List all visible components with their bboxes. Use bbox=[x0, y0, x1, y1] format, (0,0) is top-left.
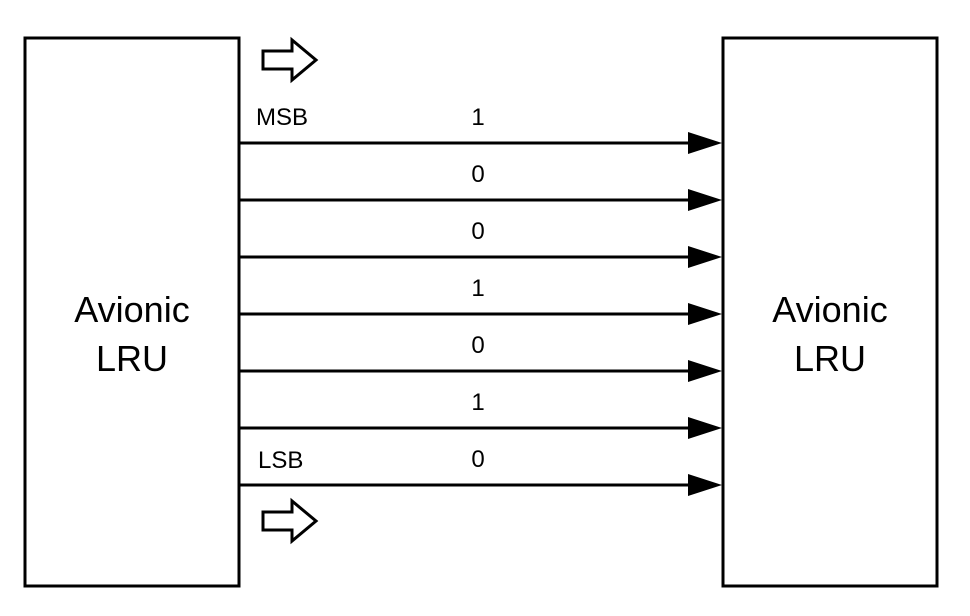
right-lru-label-line1: Avionic bbox=[772, 289, 887, 330]
bus-arrowhead-icon bbox=[688, 303, 722, 325]
top-direction-arrow-icon bbox=[261, 36, 319, 84]
bit-value-5: 1 bbox=[471, 389, 484, 416]
bus-arrowhead-icon bbox=[688, 360, 722, 382]
right-lru: Avionic LRU bbox=[721, 36, 939, 588]
left-lru-label-line2: LRU bbox=[96, 338, 168, 379]
left-lru: Avionic LRU bbox=[23, 36, 241, 588]
left-lru-label-line1: Avionic bbox=[74, 289, 189, 330]
bit-value-4: 0 bbox=[471, 332, 484, 359]
lsb-label: LSB bbox=[258, 447, 303, 474]
bus-arrowhead-icon bbox=[688, 417, 722, 439]
bus-lines: 1 0 0 1 0 1 0 bbox=[239, 104, 722, 496]
bit-value-0: 1 bbox=[471, 104, 484, 131]
bit-value-6: 0 bbox=[471, 446, 484, 473]
bus-arrowhead-icon bbox=[688, 474, 722, 496]
left-lru-box bbox=[23, 36, 241, 588]
bit-value-2: 0 bbox=[471, 218, 484, 245]
right-lru-label-line2: LRU bbox=[794, 338, 866, 379]
bottom-direction-arrow-icon bbox=[261, 497, 319, 545]
bus-arrowhead-icon bbox=[688, 132, 722, 154]
bit-value-1: 0 bbox=[471, 161, 484, 188]
right-lru-box bbox=[721, 36, 939, 588]
bit-value-3: 1 bbox=[471, 275, 484, 302]
bus-arrowhead-icon bbox=[688, 246, 722, 268]
msb-label: MSB bbox=[256, 104, 308, 131]
bus-arrowhead-icon bbox=[688, 189, 722, 211]
